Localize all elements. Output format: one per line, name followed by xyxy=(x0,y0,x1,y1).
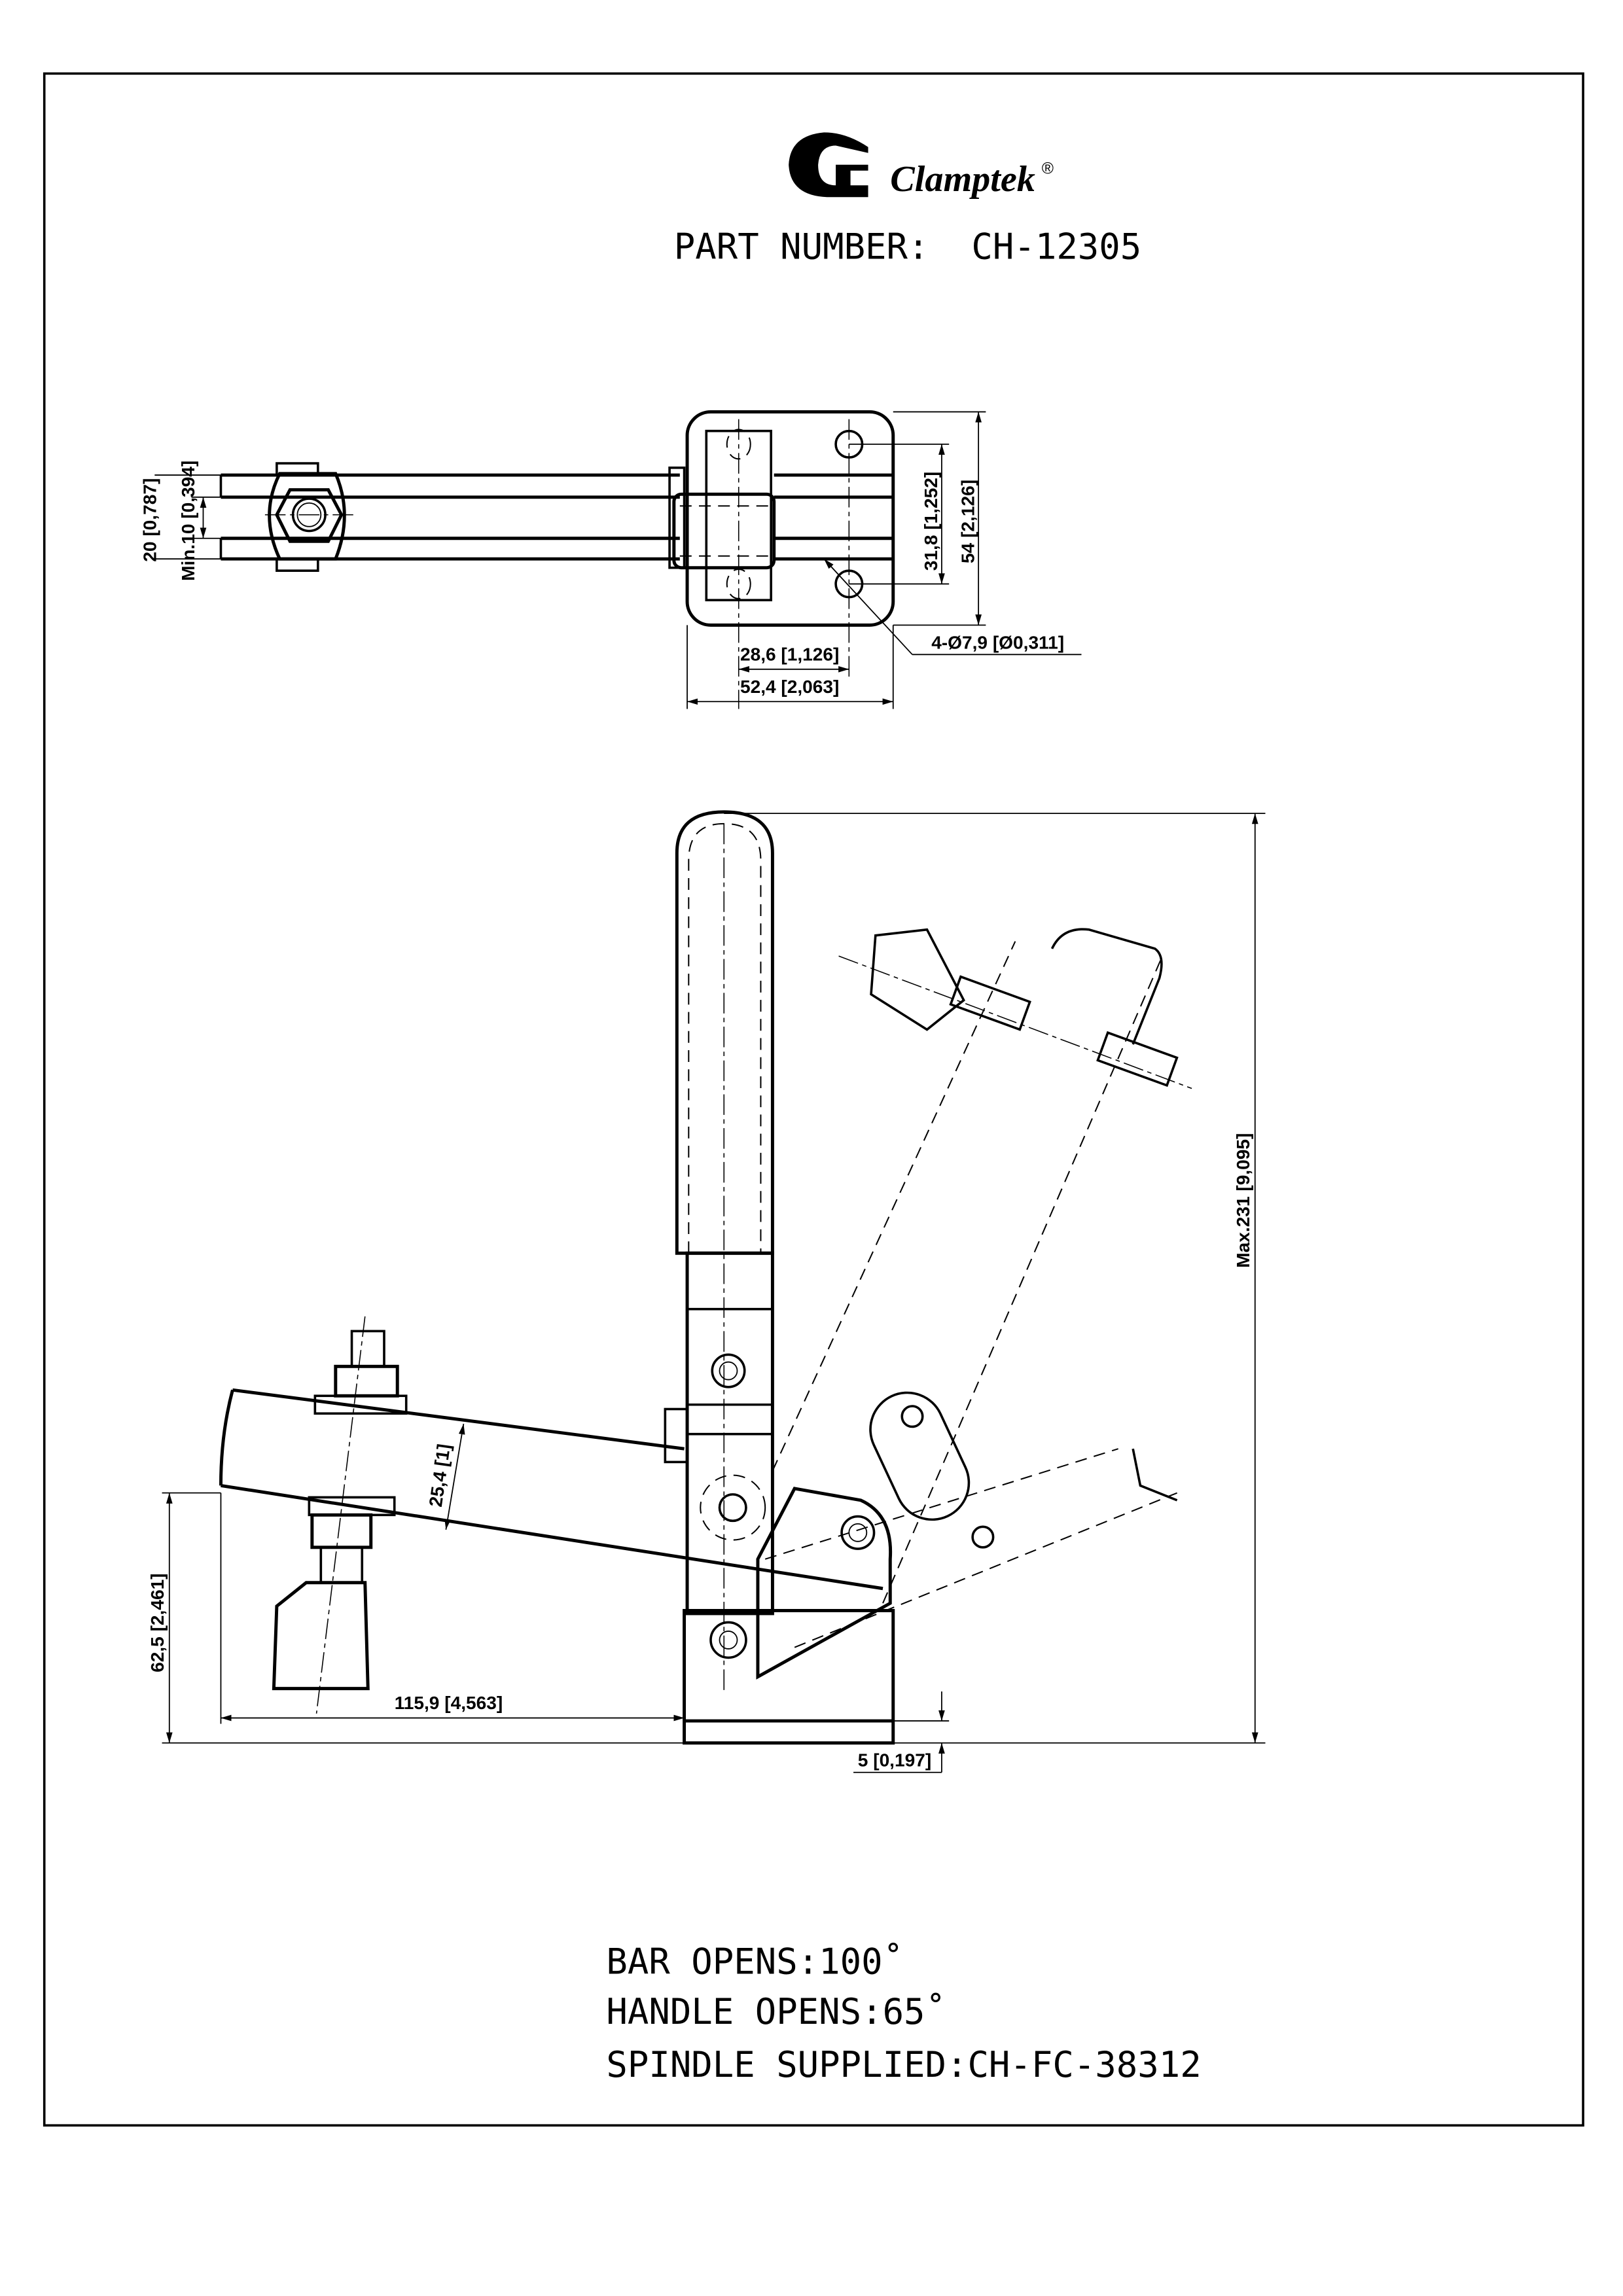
link-plate xyxy=(756,1487,893,1680)
dim-hole-spacing-v: 31,8 [1,252] xyxy=(921,472,941,571)
note-handle-opens: HANDLE OPENS:65˚ xyxy=(606,1991,946,2032)
dim-base-height: 54 [2,126] xyxy=(957,480,978,563)
dim-base-thickness: 5 [0,197] xyxy=(858,1750,931,1771)
dim-base-width: 52,4 [2,063] xyxy=(740,677,839,697)
brand-name: Clamptek xyxy=(890,159,1035,200)
note-spindle: SPINDLE SUPPLIED:CH-FC-38312 xyxy=(606,2044,1201,2085)
dim-height-to-bar: 62,5 [2,461] xyxy=(147,1573,168,1672)
base-block xyxy=(683,1608,895,1745)
spindle-nut-outline xyxy=(268,472,346,561)
spindle xyxy=(272,1316,408,1714)
clamp-bar xyxy=(219,1388,883,1591)
base-plate xyxy=(685,410,895,627)
open-position-outline xyxy=(764,928,1192,1648)
dim-hole-spacing-h: 28,6 [1,126] xyxy=(740,644,839,664)
top-view: 31,8 [1,252] 54 [2,126] 28,6 [1,126] 52,… xyxy=(140,410,1082,709)
note-bar-opens: BAR OPENS:100˚ xyxy=(606,1941,904,1983)
handle-grip xyxy=(675,810,774,1255)
dim-reach: 115,9 [4,563] xyxy=(395,1693,503,1713)
part-number: PART NUMBER: CH-12305 xyxy=(674,226,1141,268)
drawing-frame xyxy=(43,72,1584,2127)
dim-max-height: Max.231 [9,095] xyxy=(1233,1133,1253,1268)
registered-mark: ® xyxy=(1042,160,1054,177)
dim-min-gap: Min.10 [0,394] xyxy=(178,461,198,581)
brand-logo: Clamptek ® xyxy=(789,132,1054,200)
dim-holes: 4-Ø7,9 [Ø0,311] xyxy=(931,632,1064,652)
dim-bar-width: 20 [0,787] xyxy=(140,478,160,562)
dim-bar-offset: 25,4 [1] xyxy=(425,1443,454,1508)
logo-mark-icon xyxy=(789,132,868,198)
side-view: 62,5 [2,461] 115,9 [4,563] 25,4 [1] 5 [0… xyxy=(147,810,1266,1773)
